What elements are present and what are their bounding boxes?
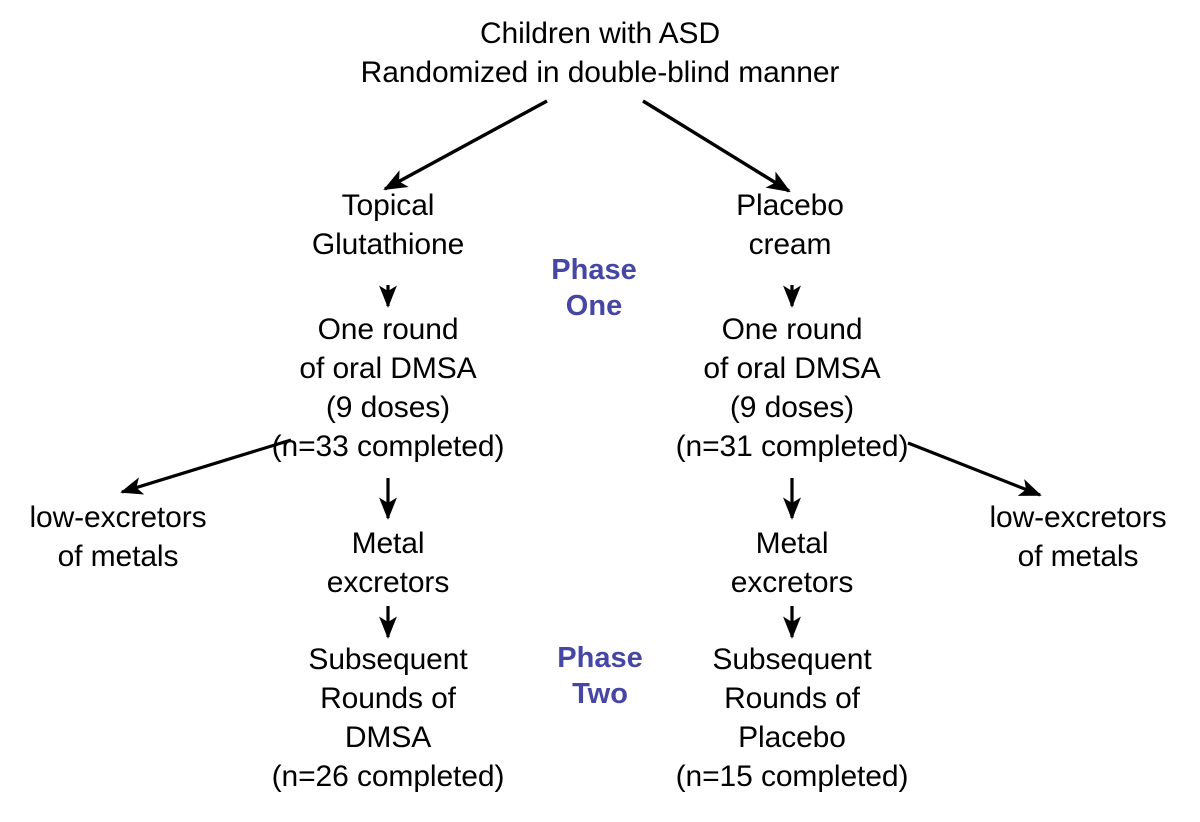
node-placebo-cream: Placebo cream (736, 189, 844, 261)
node-topical-glutathione: Topical Glutathione (311, 189, 465, 261)
node-metal-excretors-right: Metal excretors (730, 527, 854, 599)
node-subsequent-rounds-dmsa: Subsequent Rounds of DMSA (n=26 complete… (271, 643, 505, 793)
node-low-excretors-right: low-excretors of metals (989, 501, 1167, 573)
node-oral-dmsa-left: One round of oral DMSA (9 doses) (n=33 c… (271, 313, 505, 463)
node-low-excretors-left: low-excretors of metals (29, 501, 207, 573)
label-phase-two: Phase Two (557, 642, 643, 710)
label-phase-one: Phase One (551, 254, 637, 322)
node-metal-excretors-left: Metal excretors (326, 527, 450, 599)
arrow-root-to-topical (383, 99, 548, 191)
node-root-cohort: Children with ASD Randomized in double-b… (360, 17, 840, 89)
arrow-root-to-placebo (642, 99, 791, 193)
node-subsequent-rounds-placebo: Subsequent Rounds of Placebo (n=15 compl… (675, 643, 909, 793)
node-oral-dmsa-right: One round of oral DMSA (9 doses) (n=31 c… (675, 313, 909, 463)
